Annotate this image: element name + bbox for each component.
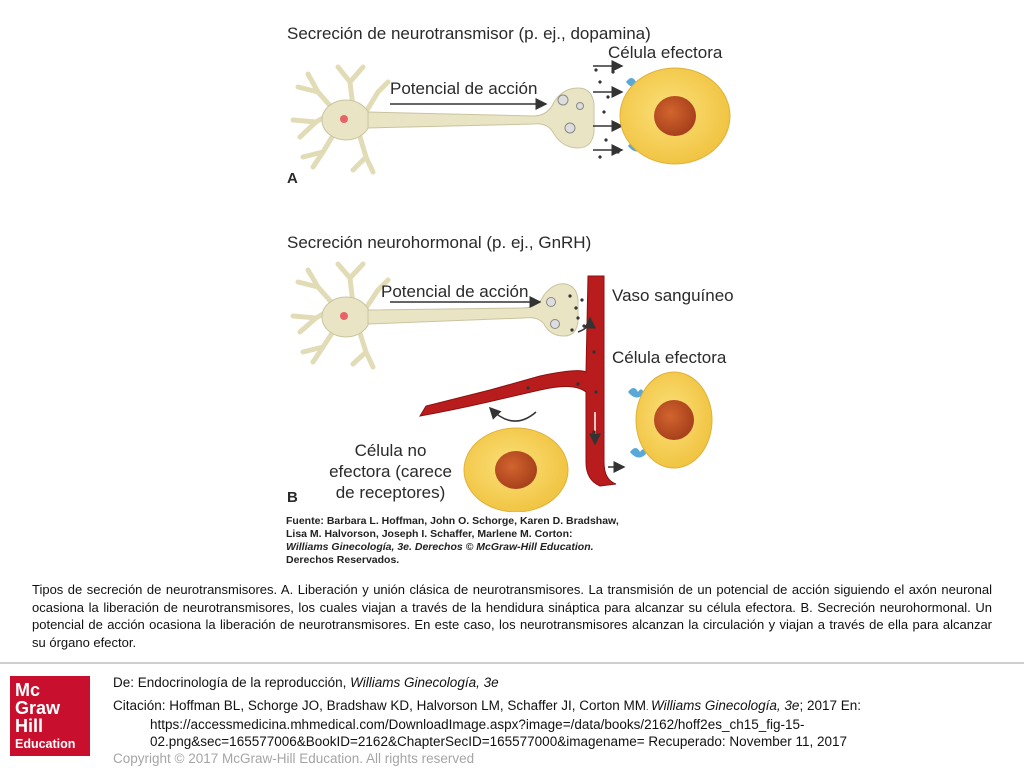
neuron-a <box>290 64 595 175</box>
from-line: De: Endocrinología de la reproducción, W… <box>113 674 1013 691</box>
from-book: Williams Ginecología, 3e <box>350 675 499 690</box>
panel-a-title: Secreción de neurotransmisor (p. ej., do… <box>287 24 651 43</box>
non-effector-label-line: efectora (carece <box>329 462 452 481</box>
blood-vessel <box>419 275 617 487</box>
citation-book: Williams Ginecología, 3e <box>650 698 800 713</box>
citation-suffix: ; 2017 En: <box>799 698 861 713</box>
panel-b-effector-label: Célula efectora <box>612 348 727 367</box>
neurotransmitter-dots-a <box>594 68 624 159</box>
non-effector-label: Célula no efectora (carece de receptores… <box>318 440 463 503</box>
source-line: Williams Ginecología, 3e. Derechos © McG… <box>286 541 594 553</box>
citation-footer: De: Endocrinología de la reproducción, W… <box>113 674 1013 767</box>
non-effector-label-line: de receptores) <box>335 483 446 502</box>
receptors-b <box>628 388 646 458</box>
url-line-2[interactable]: 02.png&sec=165577006&BookID=2162&Chapter… <box>150 734 848 749</box>
diffusion-arrows-a <box>593 60 624 156</box>
panel-a <box>290 60 731 175</box>
figure-source: Fuente: Barbara L. Hoffman, John O. Scho… <box>286 515 619 567</box>
panel-b <box>290 261 713 512</box>
release-arrow <box>577 316 596 333</box>
neurotransmitter-diagram <box>290 60 731 512</box>
logo-line: Hill <box>15 716 44 736</box>
non-effector-nucleus <box>495 451 537 489</box>
effector-nucleus-a <box>654 96 696 136</box>
panel-b-letter: B <box>287 489 298 506</box>
divider <box>0 662 1024 664</box>
source-line: Fuente: Barbara L. Hoffman, John O. Scho… <box>286 515 619 527</box>
neuron-b <box>290 261 579 370</box>
from-prefix: De: Endocrinología de la reproducción, <box>113 675 351 690</box>
panel-b-action-potential-label: Potencial de acción <box>381 282 529 301</box>
source-line: Derechos Reservados. <box>286 554 400 566</box>
mcgraw-hill-logo: Mc Graw Hill Education <box>10 676 90 756</box>
panel-a-effector-label: Célula efectora <box>608 43 723 62</box>
logo-line: Graw <box>15 698 61 718</box>
source-line: Lisa M. Halvorson, Joseph I. Schaffer, M… <box>286 528 573 540</box>
citation-dot: . <box>645 702 651 712</box>
nonbinding-arrow <box>488 406 537 422</box>
figure-caption: Tipos de secreción de neurotransmisores.… <box>32 582 992 650</box>
panel-a-letter: A <box>287 170 298 187</box>
effector-nucleus-b <box>654 400 694 440</box>
non-effector-label-line: Célula no <box>354 441 427 460</box>
logo-line: Education <box>15 737 76 751</box>
copyright: Copyright © 2017 McGraw-Hill Education. … <box>113 751 475 766</box>
panel-b-title: Secreción neurohormonal (p. ej., GnRH) <box>287 233 592 252</box>
citation-line: Citación: Hoffman BL, Schorge JO, Bradsh… <box>113 697 1013 716</box>
url-line-1[interactable]: https://accessmedicina.mhmedical.com/Dow… <box>150 717 805 732</box>
citation-prefix: Citación: Hoffman BL, Schorge JO, Bradsh… <box>113 698 646 713</box>
logo-line: Mc <box>15 680 41 700</box>
panel-a-action-potential-label: Potencial de acción <box>390 79 538 98</box>
figure: Secreción de neurotransmisor (p. ej., do… <box>278 12 738 572</box>
panel-b-vessel-label: Vaso sanguíneo <box>612 286 734 305</box>
